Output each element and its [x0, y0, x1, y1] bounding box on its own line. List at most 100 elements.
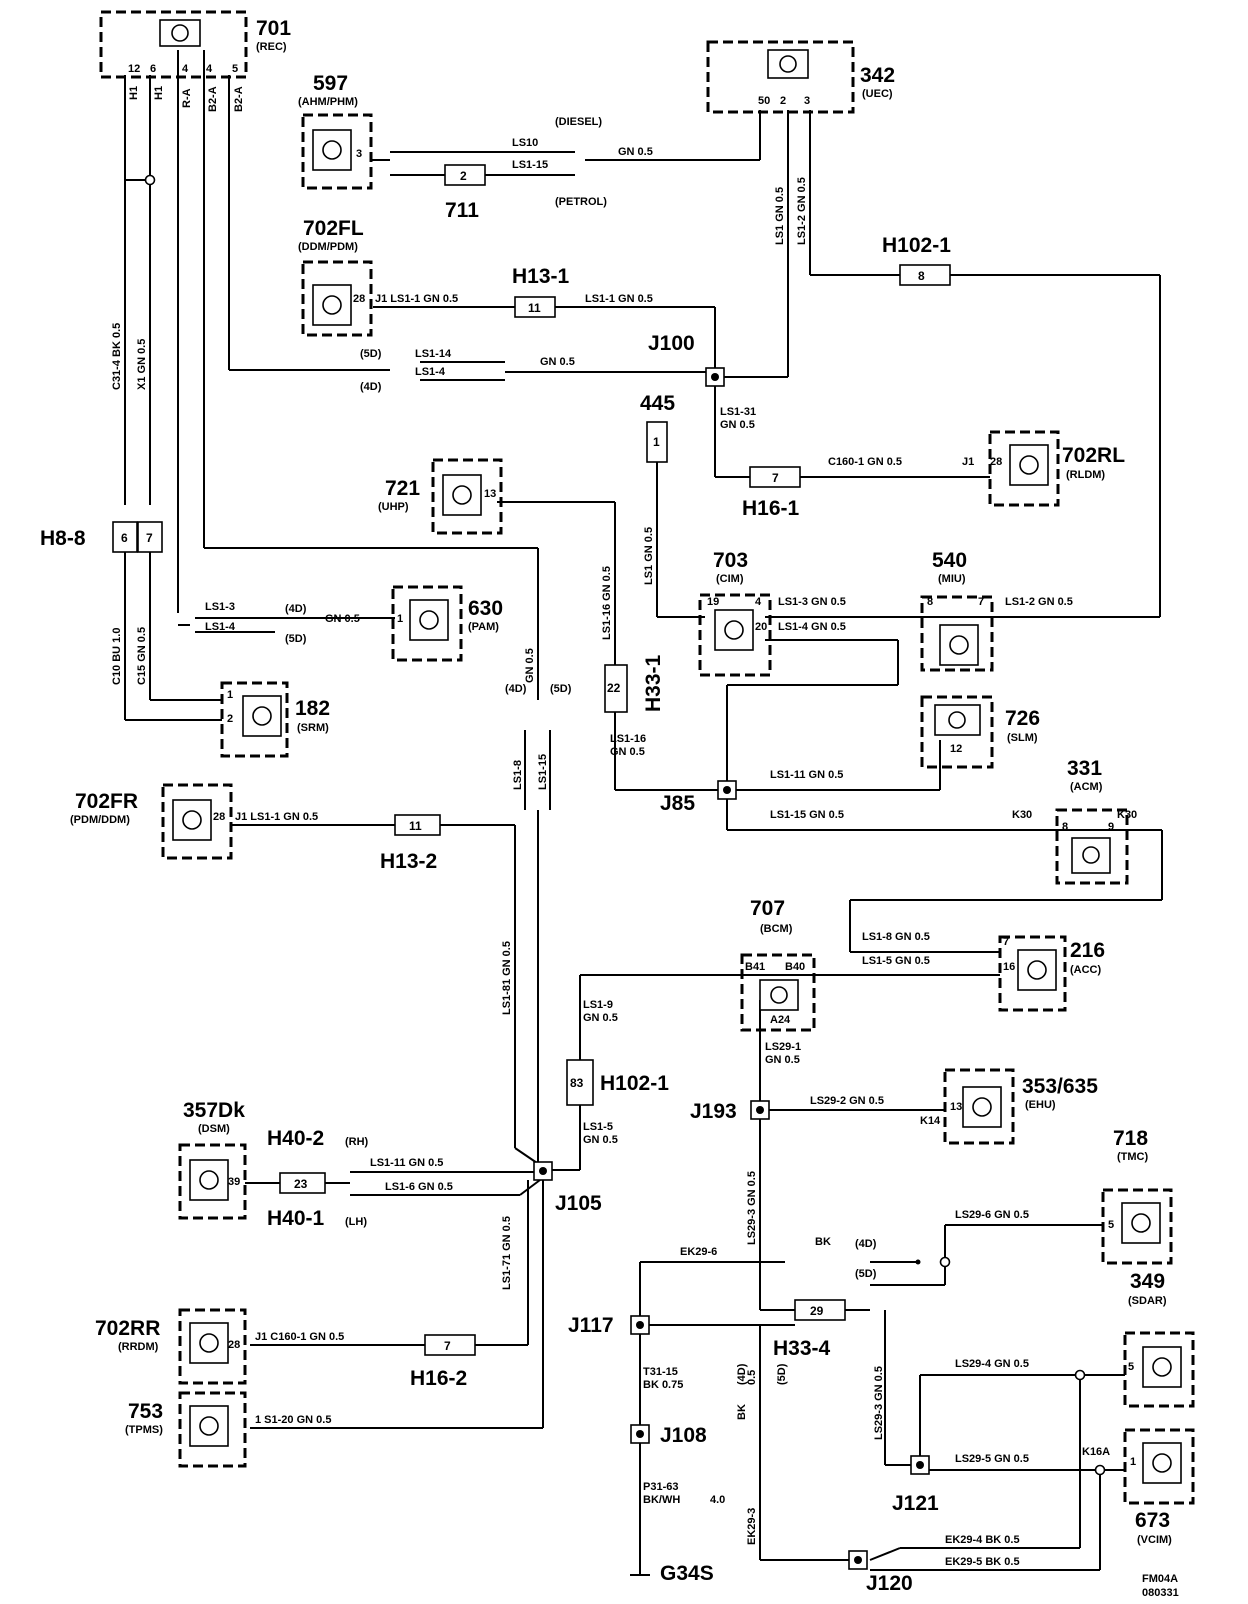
svg-text:726: 726 [1005, 707, 1040, 730]
svg-text:H102-1: H102-1 [882, 234, 951, 257]
svg-text:LS1-15 GN 0.5: LS1-15 GN 0.5 [770, 809, 844, 821]
svg-text:8: 8 [1062, 821, 1068, 833]
svg-text:LS1-4: LS1-4 [415, 366, 446, 378]
svg-text:J1 LS1-1 GN 0.5: J1 LS1-1 GN 0.5 [375, 293, 458, 305]
svg-text:(5D): (5D) [855, 1268, 877, 1280]
svg-text:(VCIM): (VCIM) [1137, 1534, 1172, 1546]
svg-text:(DSM): (DSM) [198, 1123, 230, 1135]
svg-text:H33-4: H33-4 [773, 1337, 831, 1360]
svg-text:707: 707 [750, 897, 785, 920]
svg-text:2: 2 [227, 713, 233, 725]
svg-text:X1 GN 0.5: X1 GN 0.5 [136, 339, 148, 390]
svg-text:(BCM): (BCM) [760, 923, 793, 935]
svg-text:8: 8 [927, 596, 933, 608]
svg-text:(ACM): (ACM) [1070, 781, 1103, 793]
svg-text:H102-1: H102-1 [600, 1072, 669, 1095]
svg-text:(SLM): (SLM) [1007, 732, 1038, 744]
svg-text:7: 7 [772, 471, 779, 485]
svg-text:29: 29 [810, 1304, 824, 1318]
svg-text:1: 1 [1130, 1456, 1136, 1468]
svg-text:A24: A24 [770, 1014, 791, 1026]
svg-text:GN 0.5: GN 0.5 [765, 1054, 800, 1066]
svg-text:FM04A: FM04A [1142, 1573, 1178, 1585]
svg-text:342: 342 [860, 64, 895, 87]
svg-text:721: 721 [385, 477, 420, 500]
svg-text:B2-A: B2-A [207, 86, 219, 112]
svg-text:9: 9 [1108, 821, 1114, 833]
svg-text:(EHU): (EHU) [1025, 1099, 1056, 1111]
svg-text:13: 13 [484, 488, 496, 500]
svg-text:GN 0.5: GN 0.5 [583, 1134, 618, 1146]
svg-text:12: 12 [128, 63, 140, 75]
svg-text:711: 711 [445, 199, 479, 222]
svg-text:B40: B40 [785, 961, 805, 973]
svg-text:LS1 GN 0.5: LS1 GN 0.5 [643, 527, 655, 585]
svg-text:182: 182 [295, 697, 330, 720]
svg-text:(5D): (5D) [285, 633, 307, 645]
svg-text:K14: K14 [920, 1115, 941, 1127]
svg-text:J120: J120 [866, 1572, 913, 1595]
svg-text:H16-2: H16-2 [410, 1367, 467, 1390]
svg-text:1 S1-20 GN 0.5: 1 S1-20 GN 0.5 [255, 1414, 331, 1426]
svg-text:(REC): (REC) [256, 41, 287, 53]
svg-text:J105: J105 [555, 1192, 602, 1215]
component-labels: 701 (REC) 597 (AHM/PHM) 342 (UEC) 702FL … [70, 17, 1172, 1546]
svg-text:LS1-6 GN 0.5: LS1-6 GN 0.5 [385, 1181, 453, 1193]
svg-text:1: 1 [653, 435, 660, 449]
svg-text:50: 50 [758, 95, 770, 107]
svg-text:J85: J85 [660, 792, 695, 815]
svg-text:LS1-15: LS1-15 [512, 159, 548, 171]
svg-text:K16A: K16A [1082, 1446, 1110, 1458]
svg-text:LS1-9: LS1-9 [583, 999, 613, 1011]
svg-text:LS1-2 GN 0.5: LS1-2 GN 0.5 [1005, 596, 1073, 608]
svg-text:1: 1 [227, 689, 233, 701]
svg-text:LS1-15: LS1-15 [537, 754, 549, 790]
svg-text:4.0: 4.0 [710, 1494, 725, 1506]
svg-text:216: 216 [1070, 939, 1105, 962]
junctions [144, 174, 1106, 1570]
svg-text:3: 3 [356, 148, 362, 160]
svg-text:630: 630 [468, 597, 503, 620]
svg-text:702FR: 702FR [75, 790, 138, 813]
svg-text:T31-15: T31-15 [643, 1366, 678, 1378]
connector-labels: 711 H13-1 H102-1 J100 H16-1 H8-8 J85 H13… [40, 199, 951, 1595]
svg-text:7: 7 [444, 1339, 451, 1353]
svg-text:(TMC): (TMC) [1117, 1151, 1148, 1163]
svg-text:EK29-4 BK 0.5: EK29-4 BK 0.5 [945, 1534, 1020, 1546]
svg-text:1: 1 [397, 613, 403, 625]
svg-text:83: 83 [570, 1076, 584, 1090]
svg-text:23: 23 [294, 1177, 308, 1191]
svg-text:H40-1: H40-1 [267, 1207, 325, 1230]
svg-text:(AHM/PHM): (AHM/PHM) [298, 96, 358, 108]
svg-text:H16-1: H16-1 [742, 497, 800, 520]
svg-text:BK: BK [815, 1236, 831, 1248]
svg-text:331: 331 [1067, 757, 1102, 780]
svg-text:(5D): (5D) [360, 348, 382, 360]
svg-text:540: 540 [932, 549, 967, 572]
svg-text:(LH): (LH) [345, 1216, 367, 1228]
svg-text:C31-4 BK 0.5: C31-4 BK 0.5 [111, 323, 123, 390]
svg-text:4: 4 [755, 596, 762, 608]
svg-text:GN 0.5: GN 0.5 [524, 648, 536, 683]
wires [124, 50, 1163, 1576]
svg-text:LS1-2 GN 0.5: LS1-2 GN 0.5 [796, 177, 808, 245]
svg-text:LS10: LS10 [512, 137, 538, 149]
svg-text:080331: 080331 [1142, 1587, 1179, 1599]
svg-text:LS29-4 GN 0.5: LS29-4 GN 0.5 [955, 1358, 1029, 1370]
svg-text:3: 3 [804, 95, 810, 107]
svg-text:GN 0.5: GN 0.5 [610, 746, 645, 758]
label-701: 701 [256, 17, 291, 40]
svg-text:P31-63: P31-63 [643, 1481, 678, 1493]
svg-text:J1 C160-1 GN 0.5: J1 C160-1 GN 0.5 [255, 1331, 344, 1343]
svg-text:GN 0.5: GN 0.5 [618, 146, 653, 158]
svg-text:19: 19 [707, 596, 719, 608]
svg-text:12: 12 [950, 743, 962, 755]
svg-text:EK29-6: EK29-6 [680, 1246, 717, 1258]
svg-text:(RRDM): (RRDM) [118, 1341, 159, 1353]
svg-text:(RLDM): (RLDM) [1066, 469, 1105, 481]
svg-text:(UEC): (UEC) [862, 88, 893, 100]
svg-text:J1: J1 [962, 456, 974, 468]
svg-text:LS1-3 GN 0.5: LS1-3 GN 0.5 [778, 596, 846, 608]
svg-text:B2-A: B2-A [233, 86, 245, 112]
svg-text:5: 5 [1128, 1361, 1134, 1373]
